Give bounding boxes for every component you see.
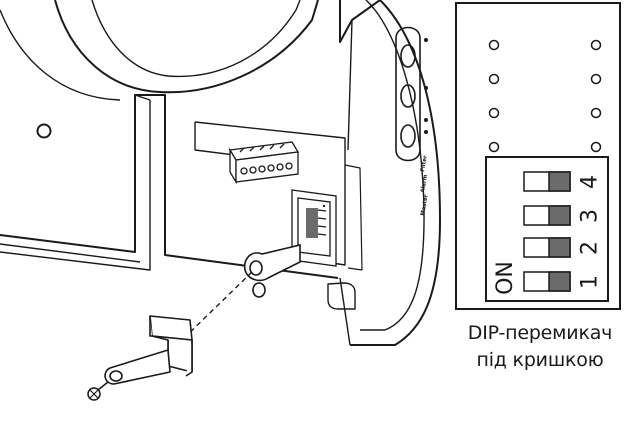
assembly-guide-line xyxy=(179,271,253,343)
caption-line-2: під кришкою xyxy=(476,349,604,371)
dip-switch-1: 1 xyxy=(523,271,603,292)
caption-line-1: DIP-перемикач xyxy=(467,322,613,344)
cover-mount-tab xyxy=(243,243,301,298)
dip-switch-4: 4 xyxy=(523,171,603,192)
dip-switch-2-number: 2 xyxy=(578,241,603,255)
duct-opening xyxy=(54,0,319,94)
mounting-hole xyxy=(36,123,52,139)
bracket-face xyxy=(0,94,339,279)
dip-switch-2: 2 xyxy=(523,237,603,258)
led-indicator-panel xyxy=(395,26,428,162)
dip-switch-3-number: 3 xyxy=(578,209,603,223)
dip-switch-1-lever xyxy=(548,271,571,292)
led-label-filter: Filter xyxy=(420,155,429,173)
dip-switch-4-lever xyxy=(548,171,571,192)
dip-on-label: ON xyxy=(493,261,518,295)
screw-icon xyxy=(87,381,109,401)
dip-switch-1-number: 1 xyxy=(578,275,603,289)
terminal-block xyxy=(228,141,300,185)
screw-hole xyxy=(249,260,263,276)
led-labels: Filter Alarm Master xyxy=(420,155,430,217)
dip-switch-3-lever xyxy=(548,205,571,226)
pin-holes xyxy=(488,39,602,153)
dip-switch-panel: ON 4 3 2 1 xyxy=(455,2,621,310)
cover-clip-part xyxy=(104,315,193,385)
front-cover xyxy=(339,0,381,43)
led-indicator xyxy=(400,84,416,108)
led-label-master: Master xyxy=(420,194,430,217)
led-label-alarm: Alarm xyxy=(420,174,429,193)
duct-opening-inner xyxy=(91,0,301,78)
led-indicator xyxy=(400,124,416,148)
dip-switch-4-number: 4 xyxy=(578,175,603,189)
dip-switch-2-lever xyxy=(548,237,571,258)
board-dip-switch xyxy=(291,189,337,267)
device-housing xyxy=(0,0,441,346)
led-indicator xyxy=(400,44,416,68)
dip-switch-3: 3 xyxy=(523,205,603,226)
